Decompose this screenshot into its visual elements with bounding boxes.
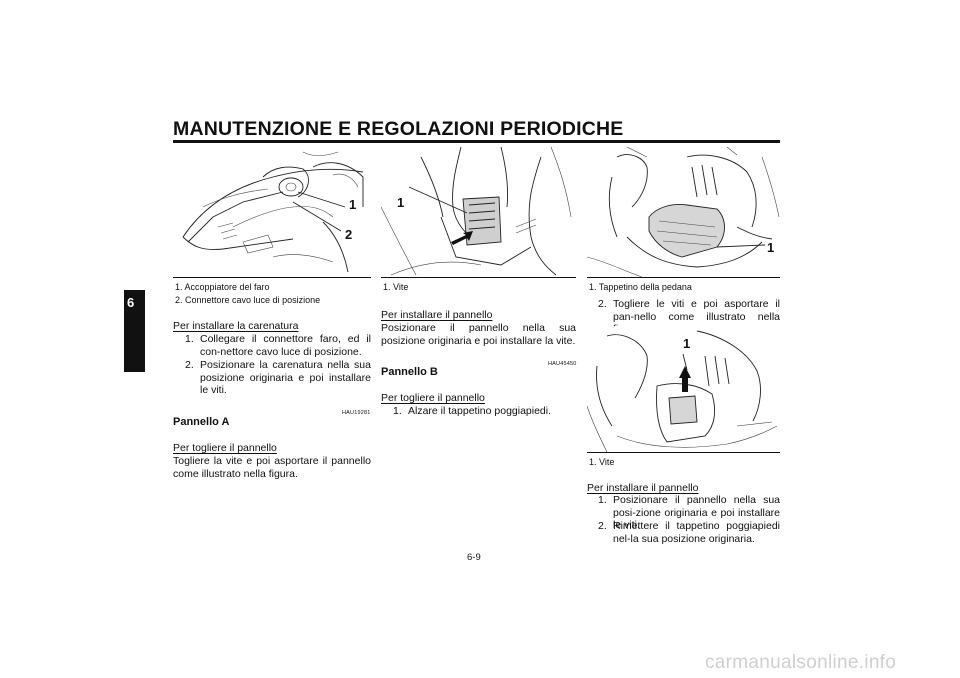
panel-b-screws-figure: 1 [587, 326, 780, 452]
subheading: Per installare il pannello [381, 309, 493, 321]
callout-1: 1 [767, 240, 774, 255]
subheading: Per togliere il pannello [173, 442, 277, 454]
list-text: Posizionare il pannello nella sua posi-z… [613, 494, 780, 532]
figure-caption: 1. Vite [589, 457, 615, 467]
chapter-number: 6 [127, 295, 135, 310]
list-item: 1. Collegare il connettore faro, ed il c… [185, 333, 371, 358]
list-text: Posizionare la carenatura nella sua posi… [200, 359, 371, 397]
callout-1: 1 [397, 195, 404, 210]
subheading: Per installare la carenatura [173, 320, 299, 332]
figure-rule [587, 452, 780, 453]
list-number: 1. [598, 494, 607, 506]
page-number: 6-9 [467, 552, 481, 563]
figure-rule [587, 277, 780, 278]
list-number: 2. [598, 520, 607, 532]
subheading: Per togliere il pannello [381, 392, 485, 404]
list-item: 1. Alzare il tappetino poggiapiedi. [393, 405, 576, 418]
list-number: 2. [185, 359, 194, 371]
list-text: Alzare il tappetino poggiapiedi. [408, 405, 552, 417]
figure-rule [381, 277, 576, 278]
callout-2: 2 [345, 227, 352, 242]
callout-1: 1 [683, 336, 690, 351]
figure-caption: 2. Connettore cavo luce di posizione [175, 295, 321, 305]
paragraph: Posizionare il pannello nella sua posizi… [381, 322, 576, 347]
list-item: 2. Togliere le viti e poi asportare il p… [598, 298, 780, 336]
page-title: MANUTENZIONE E REGOLAZIONI PERIODICHE [173, 118, 624, 140]
floor-mat-figure: 1 [587, 147, 780, 277]
subheading: Per installare il pannello [587, 482, 699, 494]
watermark: carmanualsonline.info [705, 652, 897, 673]
section-code: HAU45450 [548, 361, 577, 367]
figure-caption: 1. Accoppiatore del faro [175, 282, 270, 292]
paragraph: Togliere la vite e poi asportare il pann… [173, 455, 371, 480]
callout-1: 1 [349, 197, 356, 212]
figure-caption: 1. Vite [383, 282, 409, 292]
list-number: 1. [393, 405, 402, 417]
section-code: HAU19281 [342, 410, 371, 416]
list-item: 1. Posizionare il pannello nella sua pos… [598, 494, 780, 532]
list-text: Rimettere il tappetino poggiapiedi nel-l… [613, 520, 780, 545]
headlight-connector-figure: 1 2 [173, 147, 371, 277]
panel-a-screw-figure: 1 [381, 147, 576, 277]
figure-caption: 1. Tappetino della pedana [589, 282, 692, 292]
list-item: 2. Rimettere il tappetino poggiapiedi ne… [598, 520, 780, 545]
figure-rule [173, 277, 371, 278]
list-text: Collegare il connettore faro, ed il con-… [200, 333, 371, 358]
list-item: 2. Posizionare la carenatura nella sua p… [185, 359, 371, 397]
chapter-tab [124, 290, 145, 372]
list-number: 1. [185, 333, 194, 345]
list-number: 2. [598, 298, 607, 310]
section-heading: Pannello B [381, 366, 438, 378]
header-rule [173, 140, 780, 143]
section-heading: Pannello A [173, 416, 230, 428]
